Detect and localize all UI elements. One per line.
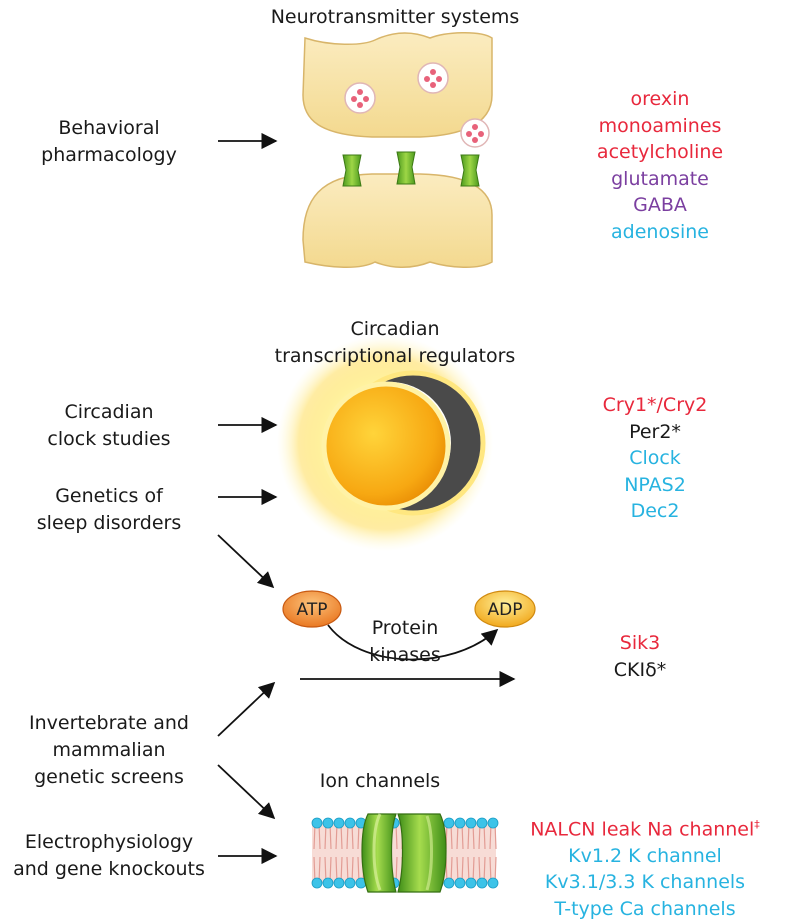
ion-channels-title: Ion channels [319, 770, 441, 792]
ion-channel-item: T-type Ca channels [554, 897, 736, 920]
atp-pill: ATP [282, 590, 342, 628]
receptor [342, 154, 362, 187]
neurotransmitter-item: glutamate [611, 167, 709, 190]
releasing-vesicle [460, 118, 490, 148]
neurotransmitter-item: acetylcholine [596, 141, 724, 163]
circadian-title: Circadian transcriptional regulators [274, 318, 516, 367]
ion-channel-icon [361, 813, 447, 893]
adp-label: ADP [488, 600, 523, 620]
circadian-regulator-item: Dec2 [630, 500, 680, 522]
adp-pill: ADP [474, 590, 536, 628]
receptor [396, 151, 416, 185]
behavioral-pharmacology-label: Behavioral pharmacology [41, 117, 177, 166]
genetic-screens-label: Invertebrate and mammalian genetic scree… [29, 712, 189, 788]
neurotransmitter-item: monoamines [598, 114, 722, 137]
arrow-atp-to-adp [327, 624, 499, 661]
ion-channel-item: NALCN leak Na channel‡ [530, 818, 760, 841]
postsynaptic-terminal [302, 173, 493, 269]
receptor [460, 154, 480, 187]
genetics-sleep-label: Genetics of sleep disorders [36, 485, 182, 534]
electrophysiology-label: Electrophysiology and gene knockouts [13, 831, 205, 880]
circadian-regulator-item: Cry1*/Cry2 [602, 394, 708, 416]
circadian-clock-label: Circadian clock studies [47, 401, 171, 450]
circadian-regulator-item: NPAS2 [624, 473, 686, 496]
circadian-regulator-item: Clock [629, 447, 681, 469]
neurotransmitter-item: GABA [633, 194, 687, 216]
neurotransmitter-item: adenosine [611, 220, 709, 243]
synaptic-vesicle [417, 62, 449, 94]
neurotransmitter-title: Neurotransmitter systems [270, 6, 520, 28]
arrow-genetics-to-kinase [217, 534, 275, 589]
arrow-screens-to-ion [217, 764, 276, 820]
synaptic-vesicle [344, 82, 376, 114]
atp-label: ATP [297, 600, 328, 620]
ion-channel-item: Kv1.2 K channel [568, 844, 722, 867]
ion-channel-item: Kv3.1/3.3 K channels [544, 871, 746, 894]
kinase-item: CKIδ* [613, 658, 667, 681]
kinase-item: Sik3 [619, 632, 661, 654]
protein-kinases-label: Protein kinases [369, 617, 441, 666]
presynaptic-terminal [302, 31, 493, 138]
neurotransmitter-item: orexin [630, 88, 690, 110]
circadian-regulator-item: Per2* [629, 420, 681, 443]
sun-icon [321, 381, 451, 511]
arrow-screens-to-kinase [217, 681, 276, 737]
